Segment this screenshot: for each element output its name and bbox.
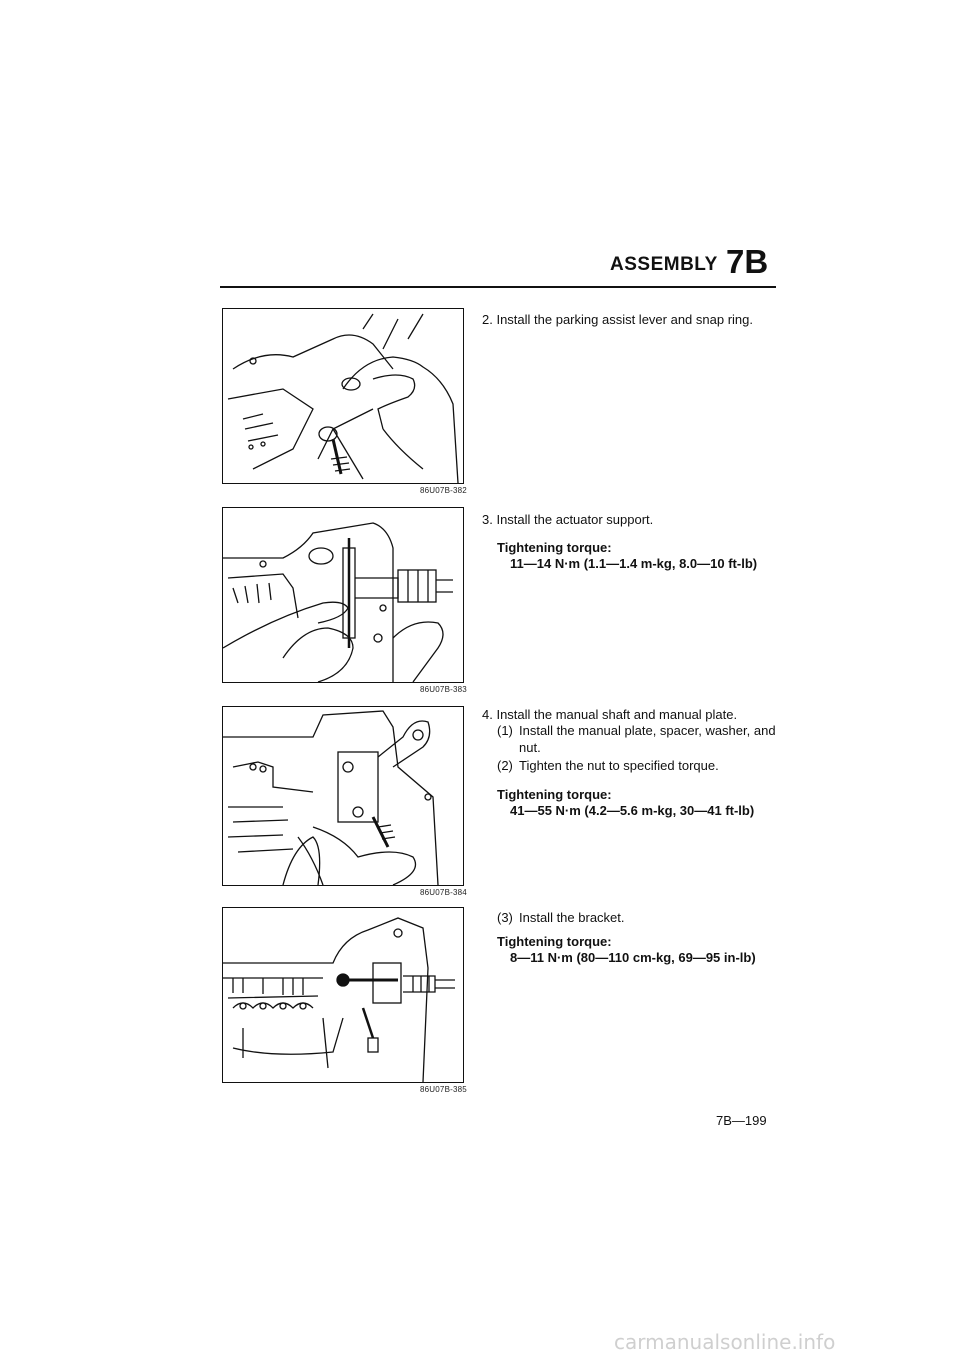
substep-3: (3) Install the bracket. xyxy=(497,909,787,926)
figure-bracket xyxy=(222,907,464,1083)
figure-code: 86U07B-382 xyxy=(420,486,467,495)
substep-1: (1) Install the manual plate, spacer, wa… xyxy=(497,722,787,756)
torque-label: Tightening torque: xyxy=(497,934,612,949)
substep-text: Tighten the nut to specified torque. xyxy=(519,758,719,773)
torque-label: Tightening torque: xyxy=(497,787,612,802)
parking-assist-lever-illustration-icon xyxy=(227,313,459,483)
header-divider xyxy=(220,286,776,288)
figure-code: 86U07B-383 xyxy=(420,685,467,694)
substep-number: (2) xyxy=(497,758,513,773)
substep-number: (1) xyxy=(497,723,513,738)
figure-parking-assist-lever xyxy=(222,308,464,484)
step-2-text: 2. Install the parking assist lever and … xyxy=(482,312,753,327)
substep-text: Install the manual plate, spacer, washer… xyxy=(519,723,776,755)
figure-code: 86U07B-384 xyxy=(420,888,467,897)
substep-2: (2) Tighten the nut to specified torque. xyxy=(497,757,787,774)
substep-number: (3) xyxy=(497,910,513,925)
figure-code: 86U07B-385 xyxy=(420,1085,467,1094)
substep-text: Install the bracket. xyxy=(519,910,625,925)
section-title: ASSEMBLY xyxy=(610,254,718,275)
page-number: 7B—199 xyxy=(716,1113,767,1128)
torque-value: 11—14 N·m (1.1—1.4 m-kg, 8.0—10 ft-lb) xyxy=(510,556,758,571)
bracket-illustration-icon xyxy=(223,917,455,1082)
step-3-text: 3. Install the actuator support. xyxy=(482,512,654,527)
manual-shaft-plate-illustration-icon xyxy=(223,710,439,885)
actuator-support-illustration-icon xyxy=(223,522,453,682)
torque-label: Tightening torque: xyxy=(497,540,612,555)
figure-manual-shaft-plate xyxy=(222,706,464,886)
figure-actuator-support xyxy=(222,507,464,683)
step-4-text: 4. Install the manual shaft and manual p… xyxy=(482,707,738,722)
torque-value: 8—11 N·m (80—110 cm-kg, 69—95 in-lb) xyxy=(510,950,756,965)
torque-value: 41—55 N·m (4.2—5.6 m-kg, 30—41 ft-lb) xyxy=(510,803,755,818)
section-code: 7B xyxy=(726,243,769,280)
footer-domain: carmanualsonline.info xyxy=(614,1330,836,1354)
